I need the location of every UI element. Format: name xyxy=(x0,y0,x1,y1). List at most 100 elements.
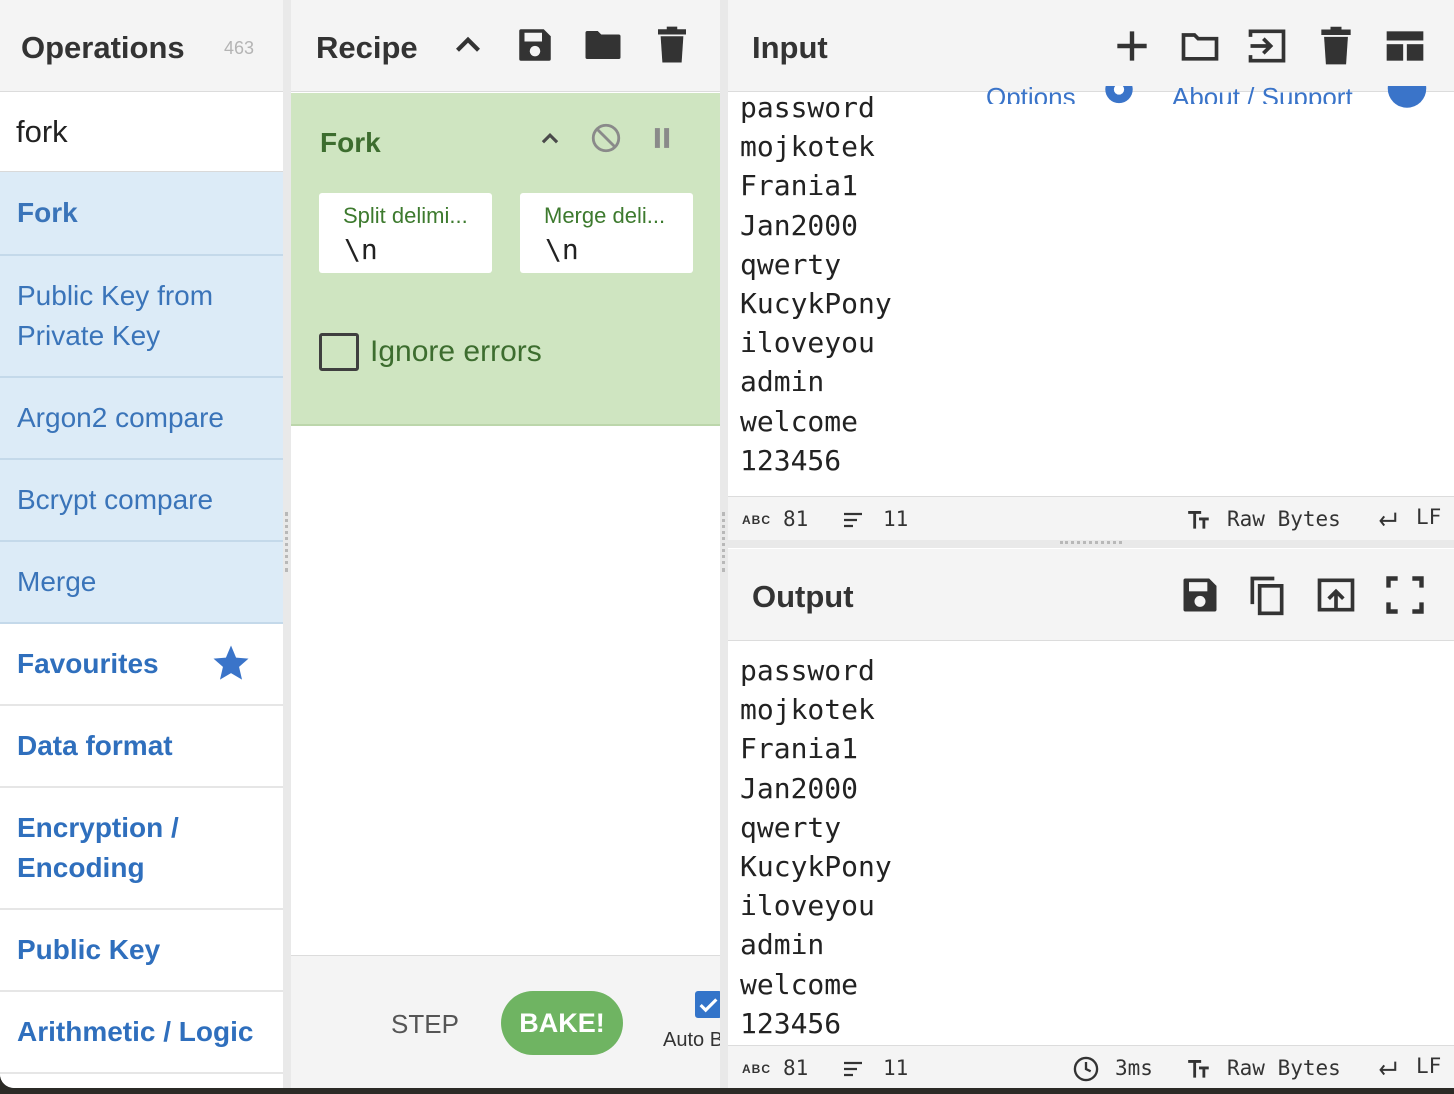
lines-icon xyxy=(844,512,862,528)
eol-icon[interactable] xyxy=(1374,509,1400,531)
help-icon[interactable] xyxy=(1386,86,1428,112)
category-arithmetic-logic[interactable]: Arithmetic / Logic xyxy=(0,992,283,1074)
operations-panel: Operations 463 Fork Public Key from Priv… xyxy=(0,0,283,1088)
search-input[interactable] xyxy=(16,114,266,150)
maximize-icon[interactable] xyxy=(1383,573,1427,617)
input-textarea[interactable]: password mojkotek Frania1 Jan2000 qwerty… xyxy=(740,88,892,480)
input-eol[interactable]: LF xyxy=(1416,505,1442,529)
font-size-icon[interactable] xyxy=(1185,507,1213,533)
output-line: welcome xyxy=(740,967,859,1001)
op-result-fork[interactable]: Fork xyxy=(0,172,283,256)
font-size-icon[interactable] xyxy=(1185,1056,1213,1082)
operations-header: Operations 463 xyxy=(0,0,283,92)
input-header: Input xyxy=(728,0,1454,92)
category-label: Favourites xyxy=(17,648,159,679)
options-link[interactable]: Options xyxy=(986,82,1076,104)
lines-icon xyxy=(844,1061,862,1077)
op-result-bcrypt-compare[interactable]: Bcrypt compare xyxy=(0,460,283,542)
op-result-public-key-from-private-key[interactable]: Public Key from Private Key xyxy=(0,256,283,378)
merge-delimiter-value: \n xyxy=(545,233,579,266)
output-text[interactable]: password mojkotek Frania1 Jan2000 qwerty… xyxy=(740,651,892,1043)
category-label: Public Key xyxy=(17,934,161,965)
split-delimiter-field[interactable]: Split delimi... \n xyxy=(319,193,492,273)
output-line: 123456 xyxy=(740,1006,842,1040)
split-delimiter-value: \n xyxy=(344,233,378,266)
auto-bake-checkbox[interactable] xyxy=(695,991,722,1018)
input-title: Input xyxy=(752,30,828,65)
recipe-title: Recipe xyxy=(316,30,418,65)
input-line: welcome xyxy=(740,404,859,438)
abc-icon: ABC xyxy=(742,513,771,527)
output-line: mojkotek xyxy=(740,693,875,727)
op-result-merge[interactable]: Merge xyxy=(0,542,283,624)
output-eol[interactable]: LF xyxy=(1416,1054,1442,1078)
input-line: 123456 xyxy=(740,443,842,477)
input-char-count: 81 xyxy=(783,507,809,531)
output-line: KucykPony xyxy=(740,850,892,884)
op-result-label: Fork xyxy=(17,197,78,228)
operations-title: Operations xyxy=(21,30,185,65)
op-result-label: Argon2 compare xyxy=(17,402,225,433)
resize-grip xyxy=(285,512,288,572)
category-public-key[interactable]: Public Key xyxy=(0,910,283,992)
input-line: qwerty xyxy=(740,247,842,281)
open-folder-icon[interactable] xyxy=(1178,24,1222,68)
recipe-op-fork[interactable]: Fork Split delimi... \n Merge deli... \n xyxy=(291,93,720,426)
ignore-errors-checkbox[interactable] xyxy=(319,333,359,371)
add-tab-icon[interactable] xyxy=(1110,24,1154,68)
step-button[interactable]: STEP xyxy=(391,1009,459,1039)
clock-icon xyxy=(1073,1056,1099,1082)
abc-icon: ABC xyxy=(742,1062,771,1076)
io-panel: Input Options xyxy=(728,0,1454,1088)
resize-grip xyxy=(1060,541,1122,544)
operations-search xyxy=(0,92,283,172)
disable-icon[interactable] xyxy=(589,121,623,155)
output-line: qwerty xyxy=(740,810,842,844)
operations-count: 463 xyxy=(224,38,255,58)
save-icon[interactable] xyxy=(514,24,556,66)
recipe-panel: Recipe Fork xyxy=(291,0,755,1088)
trash-icon[interactable] xyxy=(651,24,693,66)
bake-time: 3ms xyxy=(1115,1056,1153,1080)
recipe-op-title: Fork xyxy=(320,127,381,158)
copy-icon[interactable] xyxy=(1245,573,1289,617)
bake-button[interactable]: BAKE! xyxy=(501,991,623,1055)
trash-icon[interactable] xyxy=(1314,24,1358,68)
chevron-up-icon[interactable] xyxy=(447,24,489,66)
output-encoding[interactable]: Raw Bytes xyxy=(1227,1056,1341,1080)
input-line: KucykPony xyxy=(740,287,892,321)
merge-delimiter-label: Merge deli... xyxy=(544,203,666,228)
input-line: password xyxy=(740,91,875,124)
input-line: iloveyou xyxy=(740,326,875,360)
category-encryption-encoding[interactable]: Encryption / Encoding xyxy=(0,788,283,910)
merge-delimiter-field[interactable]: Merge deli... \n xyxy=(520,193,693,273)
star-icon xyxy=(213,645,249,680)
replace-input-icon[interactable] xyxy=(1314,573,1358,617)
input-line: Jan2000 xyxy=(740,208,859,242)
ops-recipe-resizer[interactable] xyxy=(283,0,291,1088)
recipe-header: Recipe xyxy=(291,0,720,92)
output-header: Output xyxy=(728,549,1454,641)
input-output-resizer[interactable] xyxy=(728,540,1454,548)
category-label: Encryption / Encoding xyxy=(17,812,179,883)
recipe-footer: STEP BAKE! Auto Bake xyxy=(291,955,755,1088)
gear-icon[interactable] xyxy=(1098,86,1140,110)
eol-icon[interactable] xyxy=(1374,1058,1400,1080)
category-data-format[interactable]: Data format xyxy=(0,706,283,788)
pause-icon[interactable] xyxy=(645,121,679,155)
open-file-icon[interactable] xyxy=(1245,24,1289,68)
recipe-io-resizer[interactable] xyxy=(720,0,728,1088)
input-status-bar: ABC 81 11 Raw Bytes LF xyxy=(728,496,1454,540)
input-line: Frania1 xyxy=(740,169,859,203)
category-favourites[interactable]: Favourites xyxy=(0,624,283,706)
input-encoding[interactable]: Raw Bytes xyxy=(1227,507,1341,531)
about-support-link[interactable]: About / Support xyxy=(1172,82,1353,104)
output-line: Frania1 xyxy=(740,732,859,766)
layout-icon[interactable] xyxy=(1383,24,1427,68)
op-result-label: Bcrypt compare xyxy=(17,484,214,515)
op-result-argon2-compare[interactable]: Argon2 compare xyxy=(0,378,283,460)
chevron-up-icon[interactable] xyxy=(533,121,567,155)
save-icon[interactable] xyxy=(1178,573,1222,617)
output-line: password xyxy=(740,654,875,687)
folder-icon[interactable] xyxy=(582,24,624,66)
